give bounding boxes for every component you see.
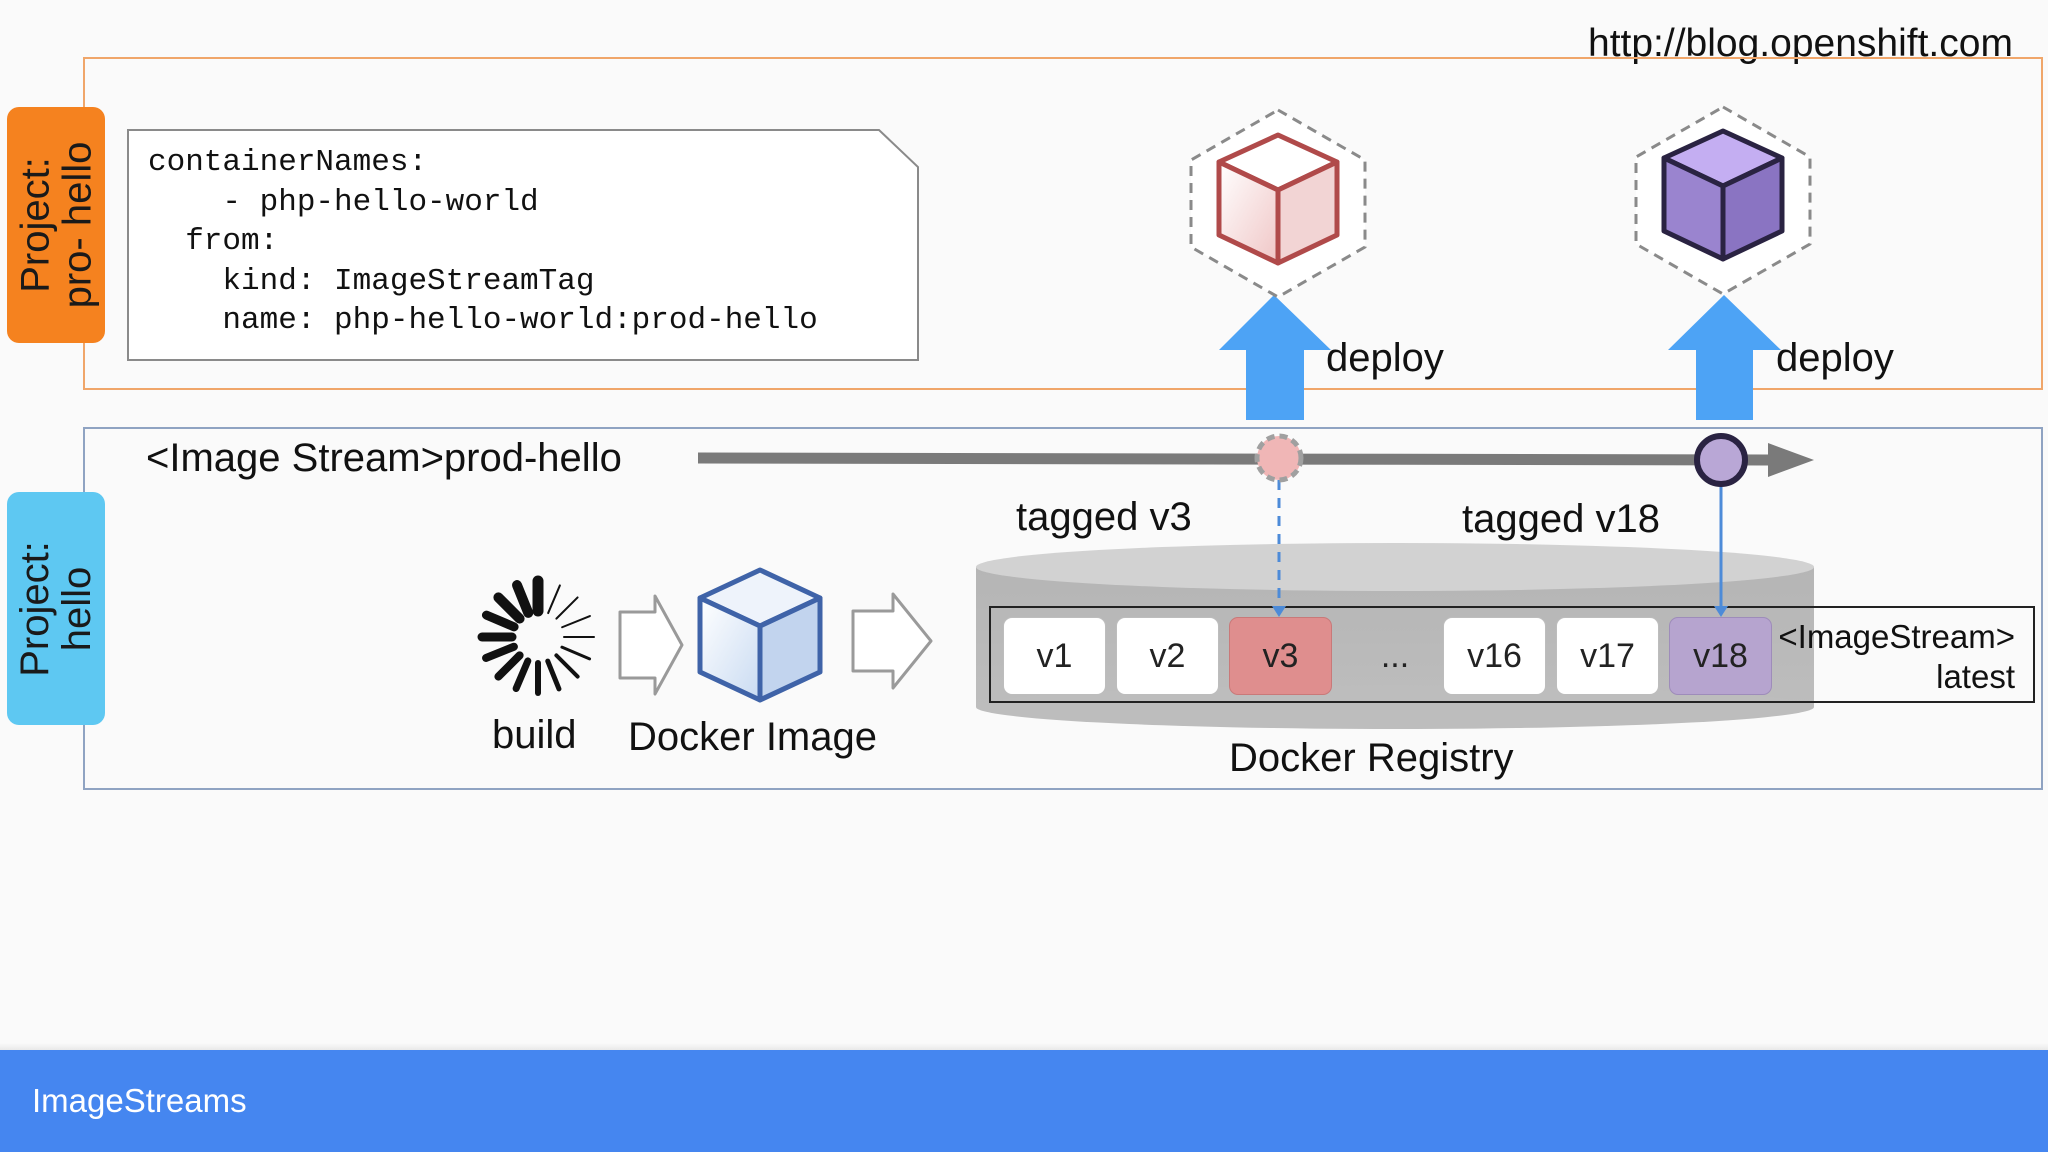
tagged-v3-label: tagged v3 [1016, 495, 1192, 539]
latest-tag-label: <ImageStream> latest [1770, 617, 2015, 697]
image-stream-timeline [697, 443, 1814, 477]
docker-registry-label: Docker Registry [1229, 736, 1514, 780]
deploy-label-v18: deploy [1776, 336, 1894, 380]
footer-title: ImageStreams [32, 1082, 247, 1119]
footer-shadow [0, 1043, 2048, 1051]
latest-tag-label-line2: latest [1936, 658, 2015, 695]
deployment-config-box [127, 129, 919, 361]
version-v3: v3 [1229, 617, 1332, 695]
right-arrow-icon [618, 594, 684, 696]
red-container-cube-icon [1189, 108, 1367, 299]
project-prod-hello-tab: Project: pro- hello [7, 107, 105, 343]
purple-container-cube-icon [1634, 105, 1812, 296]
build-label: build [492, 713, 577, 757]
docker-image-cube-icon [697, 567, 823, 703]
version-v18: v18 [1669, 617, 1772, 695]
timeline-arrowhead-icon [1768, 443, 1814, 477]
loading-spinner-icon [477, 575, 595, 696]
docker-image-label: Docker Image [628, 715, 877, 759]
tag-v18-marker [1694, 433, 1748, 487]
tag-v3-marker [1254, 433, 1304, 483]
version-v17: v17 [1556, 617, 1659, 695]
project-hello-tab: Project: hello [7, 492, 105, 725]
version-v16: v16 [1443, 617, 1546, 695]
deploy-arrow-icon [1668, 295, 1781, 420]
deployment-config-code: containerNames: - php-hello-world from: … [148, 145, 818, 338]
image-stream-label: <Image Stream>prod-hello [146, 436, 622, 480]
version-v1: v1 [1003, 617, 1106, 695]
version-ellipsis: ... [1380, 636, 1410, 675]
right-arrow-icon [851, 592, 933, 690]
latest-tag-label-line1: <ImageStream> [1778, 618, 2015, 655]
deploy-arrow-icon [1219, 295, 1331, 420]
registry-versions-frame [989, 606, 2035, 703]
deploy-label-v3: deploy [1326, 336, 1444, 380]
tagged-v18-label: tagged v18 [1462, 497, 1660, 541]
version-v2: v2 [1116, 617, 1219, 695]
footer-bar: ImageStreams [0, 1050, 2048, 1152]
